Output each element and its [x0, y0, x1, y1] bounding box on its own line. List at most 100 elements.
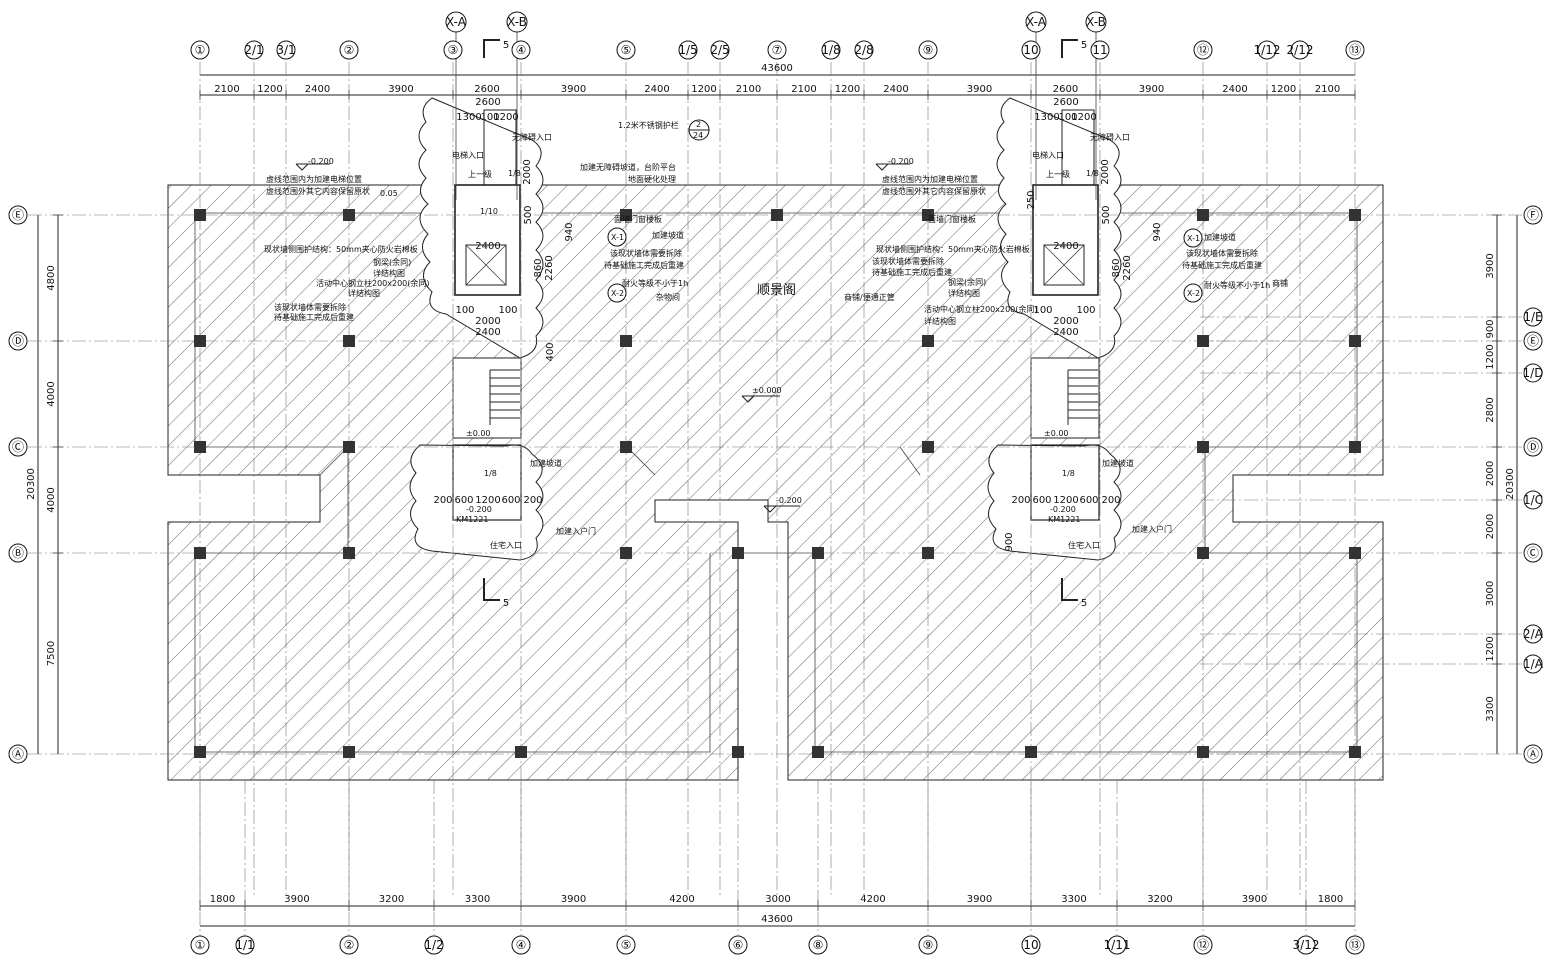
- axis-bubble-bottom: [808, 935, 828, 955]
- axis-label-top: 2/5: [710, 43, 729, 57]
- dim-right-segment: 3900: [1485, 253, 1496, 278]
- axis-bubble-top: [821, 40, 841, 60]
- axis-label-top: ④: [516, 43, 527, 57]
- svg-text:200: 200: [1101, 495, 1120, 506]
- dim-top-segment: 2100: [1315, 84, 1340, 95]
- dim-left-segment: 7500: [46, 641, 57, 666]
- stair-right: [1067, 369, 1098, 425]
- axis-label-bottom: ⑨: [923, 938, 934, 952]
- svg-text:X-2: X-2: [1187, 289, 1200, 298]
- svg-text:100: 100: [455, 305, 474, 316]
- column: [343, 209, 355, 221]
- axis-bubble-left: [8, 543, 28, 563]
- axis-bubble-bottom: [511, 935, 531, 955]
- dim-bottom-segment: 3900: [967, 894, 992, 905]
- axis-label-right: 2/A: [1523, 627, 1544, 641]
- dim-top-segment: 2400: [305, 84, 330, 95]
- svg-text:1/8: 1/8: [1062, 469, 1075, 478]
- axis-bubble-bottom: [424, 935, 444, 955]
- column: [1025, 746, 1037, 758]
- vertical-small-dims: 2000 500 2260 940 860 400 2000 500 2260 …: [522, 159, 1163, 361]
- svg-text:1/8: 1/8: [1086, 169, 1099, 178]
- svg-text:1200: 1200: [1053, 495, 1078, 506]
- dim-top-segment: 1200: [257, 84, 282, 95]
- dim-top-segment: 1200: [691, 84, 716, 95]
- bottom-overall-dim: 43600: [761, 914, 793, 925]
- axis-bubble-top: [918, 40, 938, 60]
- svg-text:1300: 1300: [1034, 112, 1059, 123]
- svg-text:-0.200: -0.200: [466, 505, 492, 514]
- svg-text:2400: 2400: [1053, 241, 1078, 252]
- axis-label-left: Ⓓ: [12, 334, 24, 348]
- axis-label-right: 1/C: [1523, 493, 1543, 507]
- dim-top-segment: 2600: [474, 84, 499, 95]
- svg-text:5: 5: [503, 40, 509, 51]
- axis-label-top: 1/8: [821, 43, 840, 57]
- axis-bubble-left: [8, 744, 28, 764]
- svg-text:X-1: X-1: [1187, 234, 1200, 243]
- axis-label-top: 10: [1023, 43, 1038, 57]
- dim-top-segment: 3900: [561, 84, 586, 95]
- column: [620, 441, 632, 453]
- svg-text:600: 600: [454, 495, 473, 506]
- svg-text:地面硬化处理: 地面硬化处理: [628, 174, 676, 184]
- column: [1349, 335, 1361, 347]
- svg-text:加建坡道: 加建坡道: [652, 230, 684, 240]
- axis-bubble-right: [1523, 331, 1543, 351]
- svg-text:虚线范围外其它内容保留原状: 虚线范围外其它内容保留原状: [266, 186, 370, 196]
- svg-text:5: 5: [1081, 598, 1087, 609]
- axis-label-top: ⑬: [1349, 43, 1361, 57]
- top-overall-dim: 43600: [761, 63, 793, 74]
- axis-label-bottom: ⑬: [1349, 938, 1361, 952]
- annotations-left: 虚线范围内为加建电梯位置 虚线范围外其它内容保留原状 0.05 现状墙侧围护结构…: [264, 119, 710, 550]
- structural-columns: [194, 209, 1361, 758]
- axis-label-right: Ⓐ: [1527, 747, 1539, 761]
- column: [620, 209, 632, 221]
- column: [620, 547, 632, 559]
- dim-bottom-segment: 3000: [765, 894, 790, 905]
- axis-bubble-right: [1523, 654, 1543, 674]
- axis-label-top: 1/5: [678, 43, 697, 57]
- svg-text:钢梁(余同): 钢梁(余同): [948, 277, 986, 287]
- svg-text:2000: 2000: [1100, 159, 1111, 184]
- svg-text:2400: 2400: [475, 241, 500, 252]
- svg-text:加建入户门: 加建入户门: [556, 526, 596, 536]
- svg-text:电梯入口: 电梯入口: [1032, 150, 1064, 160]
- dim-bottom-segment: 1800: [210, 894, 235, 905]
- dim-top-segment: 3900: [1139, 84, 1164, 95]
- axis-bubble-left: [8, 437, 28, 457]
- svg-text:1200: 1200: [493, 112, 518, 123]
- svg-text:无障碍入口: 无障碍入口: [512, 132, 552, 142]
- svg-text:860: 860: [533, 258, 544, 277]
- column: [343, 441, 355, 453]
- dim-bottom-segment: 3200: [379, 894, 404, 905]
- dim-top-segment: 2600: [1053, 84, 1078, 95]
- column: [1349, 746, 1361, 758]
- axis-label-right: Ⓓ: [1527, 440, 1539, 454]
- column: [194, 335, 206, 347]
- axis-label-top: 2/8: [854, 43, 873, 57]
- svg-text:上一级: 上一级: [1046, 169, 1070, 179]
- svg-text:待基础施工完成后重建: 待基础施工完成后重建: [604, 260, 684, 270]
- svg-text:600: 600: [501, 495, 520, 506]
- svg-text:-0.200: -0.200: [1050, 505, 1076, 514]
- svg-text:1200: 1200: [1071, 112, 1096, 123]
- column: [732, 746, 744, 758]
- axis-bubble-top: [1257, 40, 1277, 60]
- svg-text:200: 200: [1011, 495, 1030, 506]
- column: [1349, 547, 1361, 559]
- axis-bubble-top: [443, 40, 463, 60]
- svg-text:虚线范围外其它内容保留原状: 虚线范围外其它内容保留原状: [882, 186, 986, 196]
- axis-label-bottom: ①: [195, 938, 206, 952]
- dim-top-segment: 2400: [883, 84, 908, 95]
- axis-label-left: Ⓔ: [12, 208, 24, 222]
- axis-bubble-top: [511, 40, 531, 60]
- dim-left-segment: 4000: [46, 487, 57, 512]
- svg-text:2400: 2400: [475, 327, 500, 338]
- svg-text:加建坡道: 加建坡道: [1102, 458, 1134, 468]
- svg-text:耐火等级不小于1h: 耐火等级不小于1h: [622, 278, 688, 288]
- svg-text:24: 24: [693, 131, 703, 140]
- dim-top-segment: 3900: [388, 84, 413, 95]
- svg-text:2400: 2400: [1053, 327, 1078, 338]
